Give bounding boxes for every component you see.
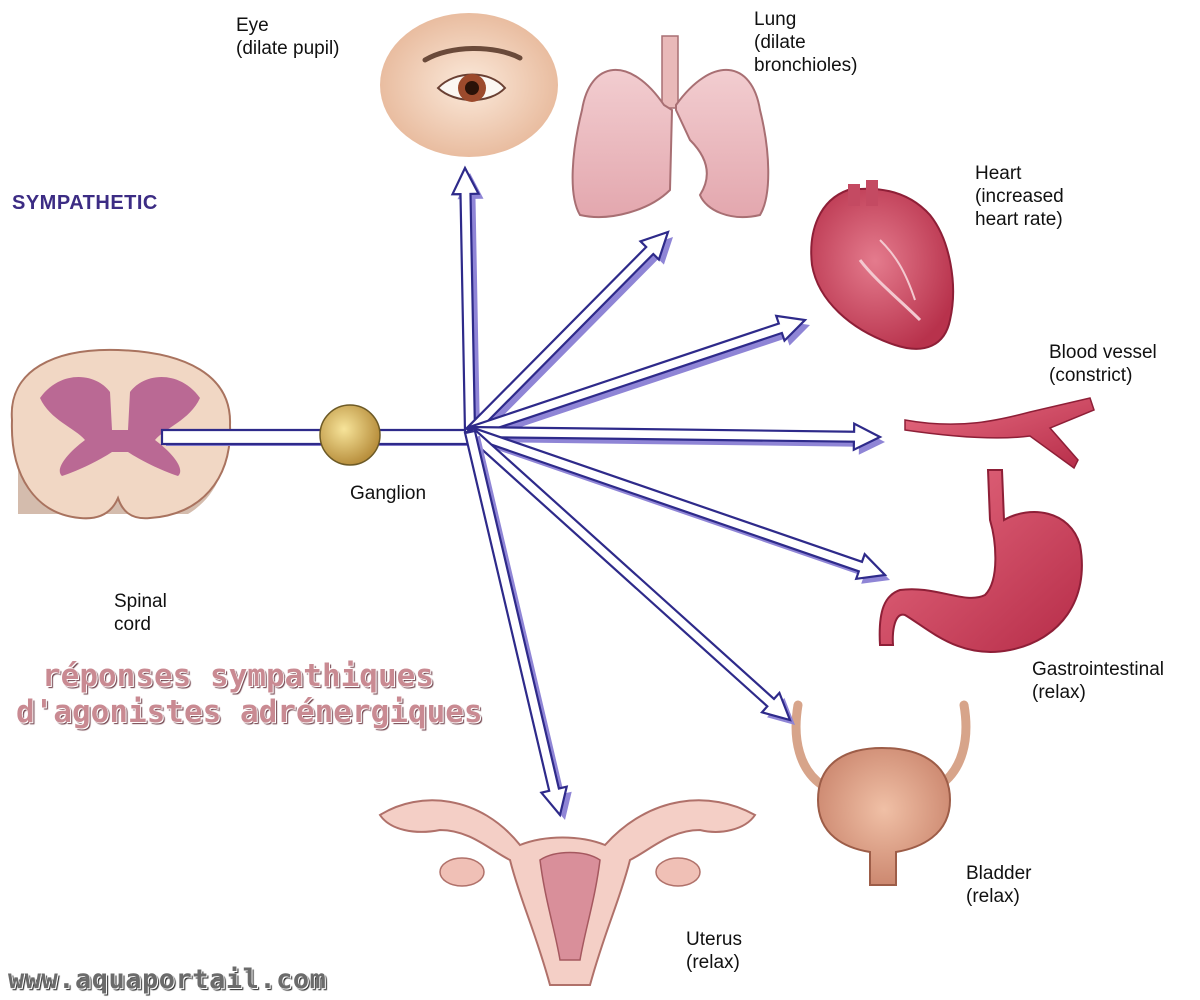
label-blood-vessel: Blood vessel (constrict)	[1049, 341, 1157, 387]
arrow-to-uterus	[463, 429, 569, 818]
label-spinal-cord: Spinal cord	[114, 590, 167, 636]
organ-name: Bladder	[966, 863, 1032, 884]
organ-effect: (dilate pupil)	[236, 38, 340, 59]
arrow-to-spinal-link	[160, 428, 474, 446]
arrow-to-gastrointestinal	[467, 425, 888, 581]
blood-vessel-illustration	[904, 397, 1095, 470]
organ-name: Blood vessel	[1049, 342, 1157, 363]
arrow-to-heart	[467, 314, 808, 439]
organ-name: Lung	[754, 9, 797, 30]
uterus-illustration	[378, 799, 757, 986]
bladder-illustration	[791, 700, 971, 886]
heart-illustration	[810, 180, 955, 350]
arrow-to-lung-shadow	[471, 237, 673, 441]
label-heart: Heart (increased heart rate)	[975, 162, 1064, 231]
arrow-group	[160, 165, 890, 820]
organ-name: Uterus	[686, 929, 742, 950]
website-watermark: www.aquaportail.com	[8, 964, 327, 995]
overlay-line-2: d'agonistes adrénergiques	[16, 694, 483, 730]
organ-name: Gastrointestinal	[1032, 659, 1165, 680]
label-gastrointestinal: Gastrointestinal (relax)	[1032, 658, 1164, 704]
eye-illustration	[380, 13, 558, 157]
label-eye: Eye (dilate pupil)	[236, 14, 340, 60]
organ-effect: (increased	[975, 186, 1064, 207]
arrow-to-blood-vessel	[468, 421, 883, 452]
organ-effect: (relax)	[966, 886, 1020, 907]
organ-effect: (dilate	[754, 32, 806, 53]
arrow-to-lung	[464, 230, 670, 438]
organ-effect: heart rate)	[975, 209, 1063, 230]
organ-effect: (relax)	[1032, 682, 1086, 703]
heading-sympathetic: SYMPATHETIC	[12, 192, 158, 214]
organ-name: Heart	[975, 163, 1022, 184]
overlay-caption: réponses sympathiques d'agonistes adréne…	[16, 658, 483, 730]
stomach-illustration	[878, 469, 1083, 653]
arrow-to-bladder	[465, 426, 792, 722]
overlay-line-1: réponses sympathiques	[42, 658, 434, 694]
spinal-cord-illustration	[10, 348, 232, 520]
organ-effect: (relax)	[686, 952, 740, 973]
label-lung: Lung (dilate bronchioles)	[754, 8, 858, 77]
lung-illustration	[571, 35, 770, 219]
organ-name: Eye	[236, 15, 269, 36]
arrow-to-eye	[450, 165, 481, 434]
source-line: cord	[114, 614, 151, 635]
label-uterus: Uterus (relax)	[686, 928, 742, 974]
label-bladder: Bladder (relax)	[966, 862, 1032, 908]
source-line: Spinal	[114, 591, 167, 612]
organ-effect: bronchioles)	[754, 55, 858, 76]
organ-effect: (constrict)	[1049, 365, 1133, 386]
ganglion-node	[319, 404, 381, 466]
label-ganglion: Ganglion	[350, 483, 427, 504]
